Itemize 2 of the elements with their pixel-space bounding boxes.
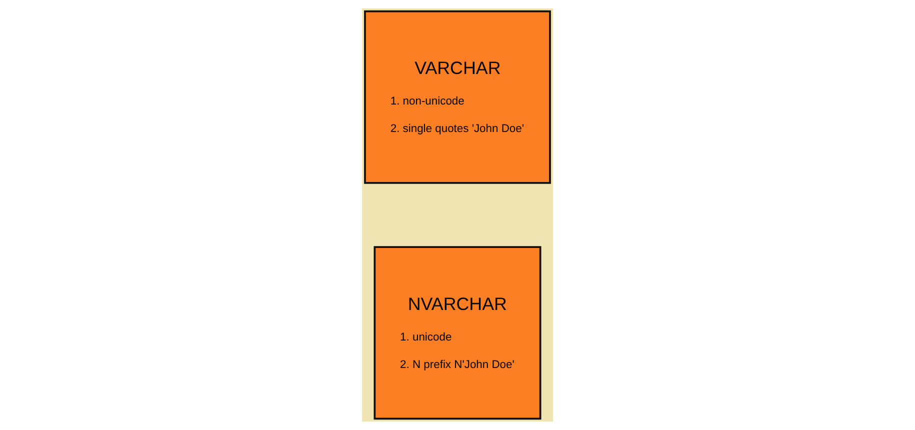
node-box: VARCHAR 1. non-unicode 2. single quotes 'John Doe' bbox=[364, 10, 551, 184]
node-box: NVARCHAR 1. unicode 2. N prefix N'John Doe' bbox=[374, 246, 542, 420]
